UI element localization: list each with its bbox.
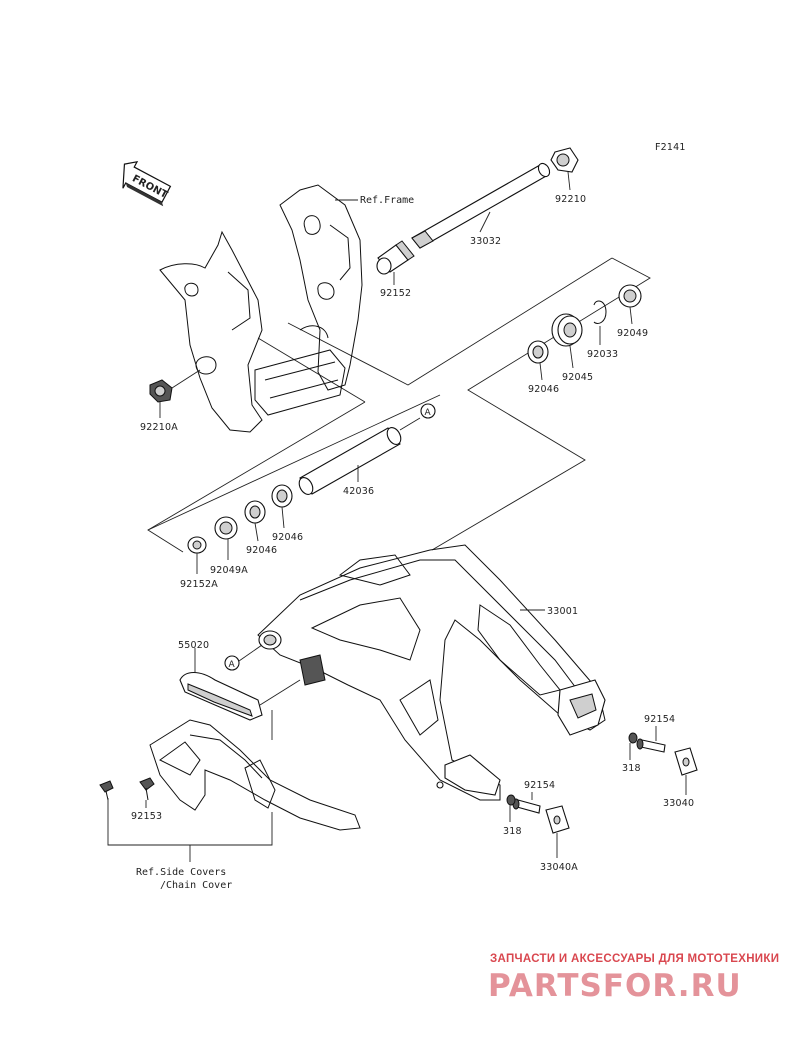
bolt-92153-b [99, 780, 114, 801]
label-92045: 92045 [562, 372, 593, 383]
washer-318-right [628, 732, 638, 744]
callout-a-bottom-label: A [229, 660, 236, 670]
section-outline-diagonal [147, 394, 441, 531]
seal-92049 [618, 284, 642, 308]
label-92049: 92049 [617, 328, 648, 339]
bearing-92046-top [527, 340, 549, 364]
label-33032: 33032 [470, 236, 501, 247]
label-92152: 92152 [380, 288, 411, 299]
label-92210A: 92210A [140, 422, 178, 433]
bearing-92046-a [271, 484, 293, 508]
label-33040A: 33040A [540, 862, 578, 873]
callout-a-bottom-leader [238, 644, 263, 662]
chain-guide-55020 [179, 671, 263, 721]
leader-92046-a [281, 506, 285, 529]
callout-a-top [420, 403, 436, 419]
washer-318-mid [506, 794, 516, 806]
collar-92152A [187, 536, 207, 554]
leader-92049 [629, 306, 633, 325]
label-92152A: 92152A [180, 579, 218, 590]
pivot-shaft-33032 [411, 162, 551, 249]
chain-cover-reference [149, 719, 361, 831]
watermark-brand: PARTSFOR.RU [488, 968, 742, 1004]
leader-92046-top [539, 362, 543, 381]
collar-92152 [376, 240, 415, 275]
label-33040: 33040 [663, 798, 694, 809]
nut-92210A [149, 379, 173, 403]
ref-side-covers-line2: /Chain Cover [160, 880, 232, 891]
front-arrow-icon: FRONT [122, 160, 172, 207]
bolt-92154-mid [512, 798, 541, 814]
callout-a-top-label: A [425, 408, 432, 418]
section-outline-bearings [431, 257, 651, 551]
circlip-92033 [593, 300, 607, 325]
sleeve-42036 [298, 427, 402, 495]
adjuster-33040A [545, 805, 570, 834]
label-92033: 92033 [587, 349, 618, 360]
label-92154-right: 92154 [644, 714, 675, 725]
label-55020: 55020 [178, 640, 209, 651]
leader-33032 [479, 211, 491, 233]
nut-92210 [550, 147, 579, 173]
frame-reference [159, 184, 363, 433]
ref-side-covers-line1: Ref.Side Covers [136, 867, 226, 878]
label-318-mid: 318 [503, 826, 522, 837]
bearing-92045 [551, 313, 583, 347]
watermark-subtitle: ЗАПЧАСТИ И АКСЕССУАРЫ ДЛЯ МОТОТЕХНИКИ [490, 953, 779, 965]
label-318-right: 318 [622, 763, 641, 774]
seal-92049A [214, 516, 238, 540]
leader-92210A-part [171, 369, 201, 389]
label-92210: 92210 [555, 194, 586, 205]
label-92046-top: 92046 [528, 384, 559, 395]
leader-92210 [567, 171, 571, 191]
section-outline-link [257, 337, 366, 403]
callout-a-bottom [224, 655, 240, 671]
label-92154-mid: 92154 [524, 780, 555, 791]
leader-92045 [569, 345, 574, 369]
label-92153: 92153 [131, 811, 162, 822]
bolt-92154-right [636, 738, 666, 753]
label-92049A: 92049A [210, 565, 248, 576]
diagram-code: F2141 [655, 142, 686, 153]
swingarm-33001 [257, 544, 606, 801]
label-42036: 42036 [343, 486, 374, 497]
ref-frame-label: Ref.Frame [360, 195, 414, 206]
bolt-92153 [139, 777, 155, 801]
bearing-92046-b [244, 500, 266, 524]
label-33001: 33001 [547, 606, 578, 617]
label-92046-b: 92046 [246, 545, 277, 556]
adjuster-33040 [674, 747, 698, 776]
chain-guide-link-line [259, 679, 301, 706]
section-outline-upper [287, 257, 613, 386]
label-92046-a: 92046 [272, 532, 303, 543]
leader-92046-b [254, 522, 259, 542]
callout-a-top-leader [399, 417, 421, 431]
